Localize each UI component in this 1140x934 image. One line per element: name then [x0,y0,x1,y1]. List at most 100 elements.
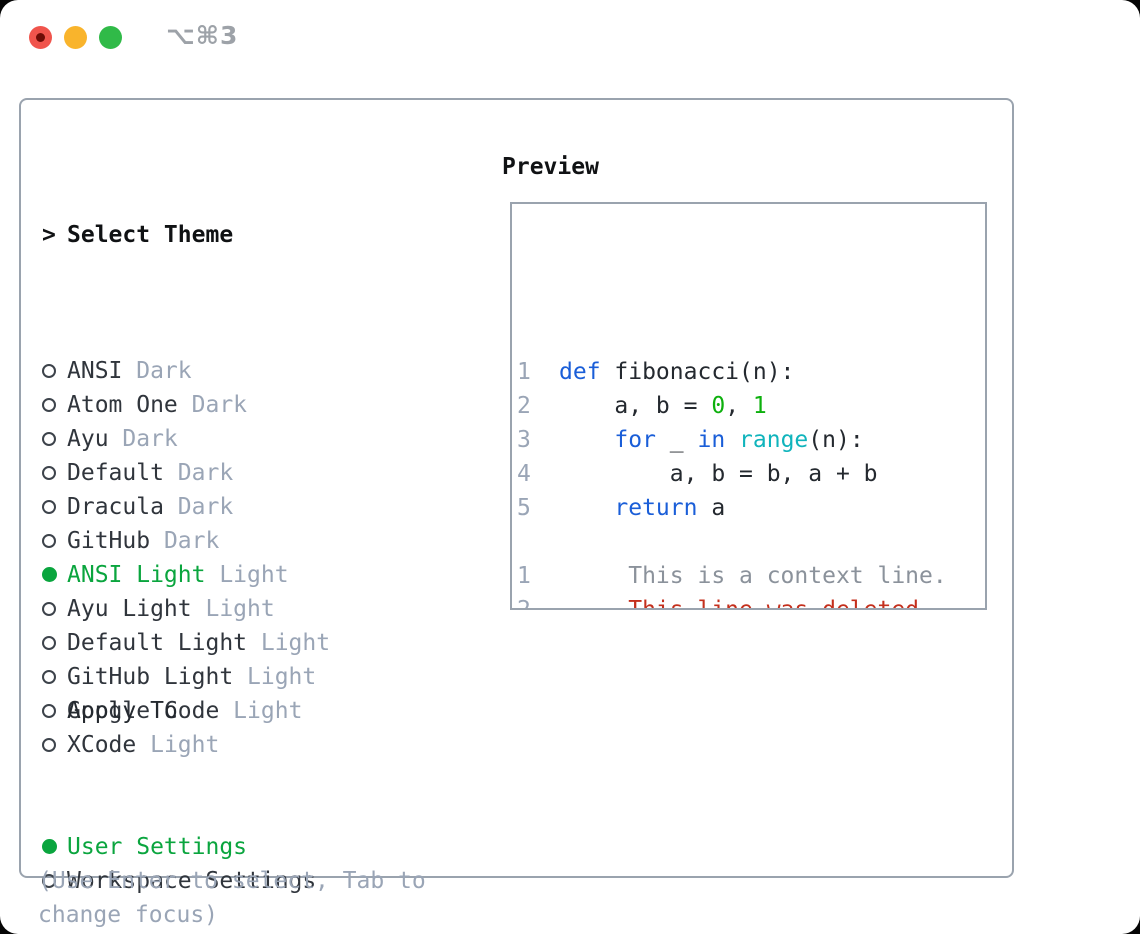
preview-line [517,525,985,559]
theme-option[interactable]: Default Light Light [42,626,330,660]
theme-name: GitHub [67,528,151,554]
theme-variant: Light [205,562,289,588]
theme-option-marker [42,558,67,592]
line-number: 5 [517,495,531,521]
theme-option-label: Google Code Light [67,694,302,728]
radio-unselected-icon [42,432,56,446]
theme-option-label: Atom One Dark [67,388,247,422]
radio-unselected-icon [42,364,56,378]
theme-option-label: GitHub Dark [67,524,219,558]
theme-option[interactable]: GitHub Dark [42,524,330,558]
preview-line: 1 This is a context line. [517,559,985,593]
theme-option[interactable]: ANSI Dark [42,354,330,388]
theme-option[interactable]: Ayu Dark [42,422,330,456]
radio-selected-icon [42,567,57,582]
close-button[interactable] [29,26,52,49]
theme-name: Default Light [67,630,248,656]
code-token: 1 [752,393,767,419]
theme-variant: Dark [108,426,178,452]
theme-option[interactable]: Ayu Light Light [42,592,330,626]
apply-to-title: Apply To [67,698,178,724]
theme-option-label: ANSI Dark [67,354,192,388]
theme-option-marker [42,422,67,456]
apply-option[interactable]: User Settings [42,830,316,864]
theme-option-marker [42,524,67,558]
theme-variant: Dark [177,392,248,418]
theme-option[interactable]: XCode Light [42,728,330,762]
hint-line: (Use Enter to select, Tab to [38,868,426,894]
window-titlebar: ⌥⌘3 [0,0,1140,74]
theme-option-label: XCode Light [67,728,219,762]
code-content: - This line was deleted. [559,593,933,610]
theme-name: Dracula [67,494,164,520]
code-token: - This line was deleted. [559,597,933,610]
radio-unselected-icon [42,670,56,684]
code-token: for [614,427,656,453]
radio-unselected-icon [42,466,56,480]
preview-line: 2 - This line was deleted. [517,593,985,610]
code-content: return a [559,491,725,525]
theme-option-label: ANSI Light Light [67,558,289,592]
theme-option[interactable]: ANSI Light Light [42,558,330,592]
theme-option[interactable]: Dracula Dark [42,490,330,524]
apply-option-marker [42,864,67,898]
theme-option-marker [42,490,67,524]
theme-option-marker [42,388,67,422]
preview-line: 4 a, b = b, a + b [517,457,985,491]
code-content: a, b = 0, 1 [559,389,767,423]
theme-option-label: GitHub Light Light [67,660,316,694]
theme-variant: Dark [150,528,220,554]
theme-option[interactable]: Default Dark [42,456,330,490]
hint-line: change focus) [38,902,219,928]
theme-option-label: Ayu Dark [67,422,178,456]
theme-option-marker [42,456,67,490]
apply-option[interactable]: Workspace Settings [42,864,316,898]
theme-name: ANSI Light [67,562,206,588]
code-content: a, b = b, a + b [559,457,878,491]
radio-unselected-icon [42,874,56,888]
theme-option[interactable]: Atom One Dark [42,388,330,422]
maximize-button[interactable] [99,26,122,49]
code-token: , [725,393,753,419]
preview-line: 5 return a [517,491,985,525]
theme-option-label: Default Dark [67,456,233,490]
theme-option[interactable]: GitHub Light Light [42,660,330,694]
theme-name: Atom One [67,392,178,418]
focus-caret-icon: > [42,222,56,248]
theme-variant: Light [219,698,303,724]
theme-option-marker [42,660,67,694]
theme-name: Ayu [67,426,109,452]
theme-option-label: Ayu Light Light [67,592,275,626]
code-token [559,495,614,521]
theme-name: GitHub Light [67,664,234,690]
code-token: a, b = [559,393,712,419]
preview-line: 2 a, b = 0, 1 [517,389,985,423]
line-number: 1 [517,563,531,589]
theme-option-marker [42,592,67,626]
theme-name: Default [67,460,164,486]
line-number: 2 [517,393,531,419]
theme-list-title: Select Theme [67,222,234,248]
code-token: in [697,427,726,453]
line-number: 1 [517,359,531,385]
minimize-button[interactable] [64,26,87,49]
theme-option-label: Dracula Dark [67,490,233,524]
radio-unselected-icon [42,398,56,412]
theme-option-marker [42,694,67,728]
code-token: (n): [808,427,864,453]
theme-variant: Dark [163,460,234,486]
theme-option[interactable]: Google Code Light [42,694,330,728]
code-token: def [559,359,601,385]
keyboard-hint: (Use Enter to select, Tab to change focus… [38,762,426,932]
code-token: a, b = b, a + b [559,461,878,487]
code-token: _ [655,427,698,453]
theme-variant: Light [247,630,331,656]
radio-unselected-icon [42,602,56,616]
radio-unselected-icon [42,534,56,548]
theme-variant: Dark [163,494,234,520]
radio-unselected-icon [42,738,56,752]
